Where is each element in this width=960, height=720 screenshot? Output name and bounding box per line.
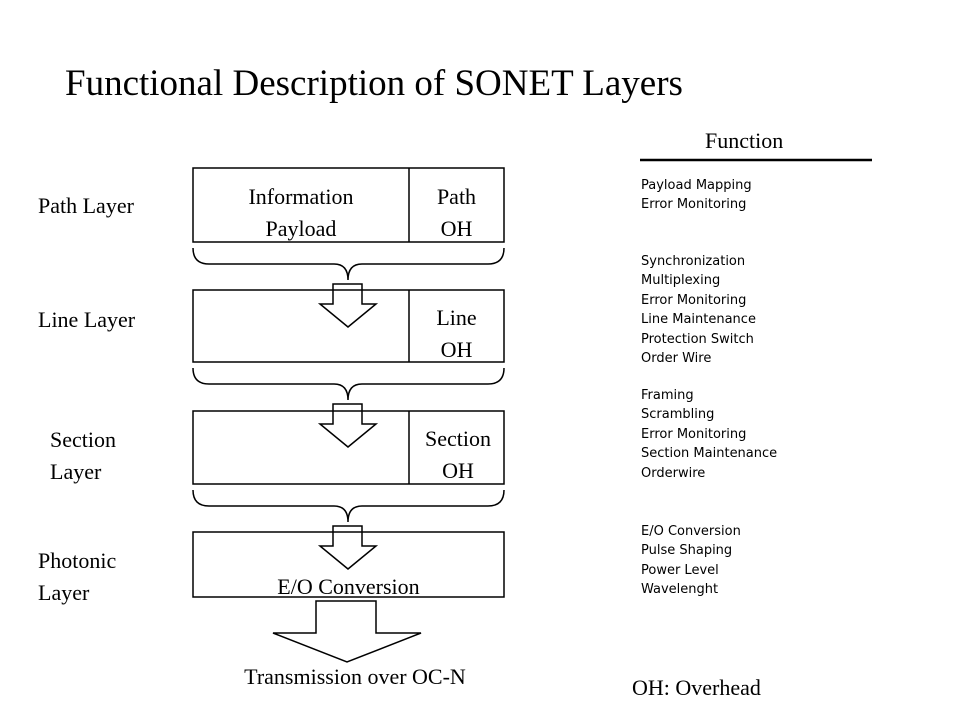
down-arrow-1 [317,283,379,328]
function-item: E/O Conversion [641,524,741,539]
information-payload-text: Information Payload [193,181,409,245]
line-oh-line2: OH [440,337,473,362]
photonic-layer-label-line2: Layer [38,580,90,605]
function-item: Order Wire [641,351,712,367]
down-arrow-2 [317,403,379,448]
function-header: Function [705,128,784,153]
photonic-layer-box [192,531,505,598]
function-item: Power Level [641,562,719,578]
line-layer-label: Line Layer [38,307,136,332]
function-item: Framing [641,388,694,403]
path-oh-line1: Path [436,184,477,209]
section-layer-label: Section Layer [50,424,116,488]
line-oh-line1: Line [436,305,477,330]
function-item: Wavelenght [641,582,719,598]
section-functions-list: Framing Scrambling Error Monitoring Sect… [641,386,777,483]
function-item: Pulse Shaping [641,543,733,559]
path-oh-line2: OH [440,216,473,241]
function-item: Error Monitoring [641,426,747,442]
path-functions-list: Payload Mapping Error Monitoring [641,176,752,215]
function-item: Error Monitoring [641,197,747,213]
section-oh-line2: OH [442,458,474,483]
information-payload-line1: Information [248,184,354,209]
path-layer-box [192,167,505,243]
transmission-label: Transmission over OC-N [244,664,466,689]
section-layer-label-line1: Section [50,427,116,452]
path-oh-text: Path OH [409,181,504,245]
merge-brace-3 [192,489,505,523]
section-oh-text: Section OH [409,423,507,487]
function-item: Multiplexing [641,273,721,289]
information-payload-line2: Payload [265,216,337,241]
section-oh-line1: Section [425,426,491,451]
function-item: Scrambling [641,407,715,423]
function-item: Line Maintenance [641,312,756,328]
line-layer-box [192,289,505,363]
function-item: Section Maintenance [641,446,778,462]
photonic-layer-label-line1: Photonic [38,548,117,573]
eo-conversion-box-text: E/O Conversion [277,574,420,599]
path-layer-label: Path Layer [38,193,134,218]
section-layer-box [192,410,505,485]
function-item: Orderwire [641,465,706,481]
function-item: Error Monitoring [641,292,747,308]
line-oh-text: Line OH [409,302,504,366]
function-item: Payload Mapping [641,178,752,193]
photonic-layer-label: Photonic Layer [38,545,116,609]
down-arrow-3 [317,525,379,570]
function-item: Synchronization [641,254,746,269]
merge-brace-1 [192,247,505,281]
merge-brace-2 [192,367,505,401]
section-layer-label-line2: Layer [50,459,102,484]
function-item: Protection Switch [641,331,754,347]
photonic-functions-list: E/O Conversion Pulse Shaping Power Level… [641,522,741,600]
page-title: Functional Description of SONET Layers [65,63,683,104]
overhead-footnote: OH: Overhead [632,675,761,700]
transmission-arrow [272,600,422,663]
line-functions-list: Synchronization Multiplexing Error Monit… [641,252,756,368]
